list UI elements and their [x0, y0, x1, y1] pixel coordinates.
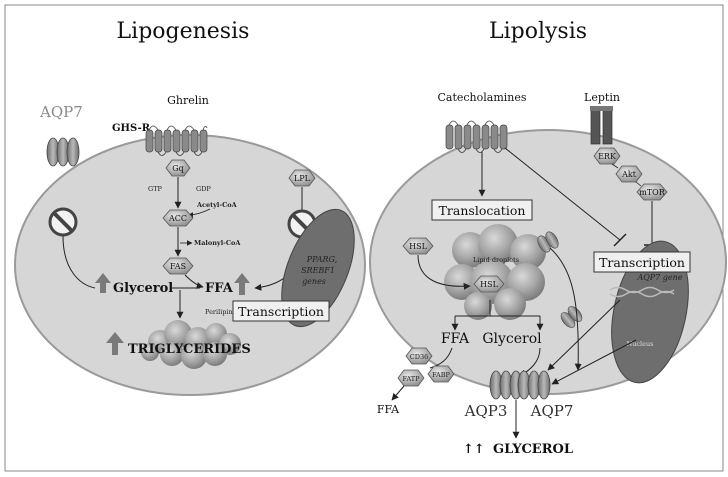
acc-enzyme-icon [162, 209, 194, 227]
triglyceride-droplets-icon [141, 320, 241, 369]
nucleus-to-aqp-arrow-1 [547, 299, 621, 371]
ffa-out-arrow [391, 385, 405, 401]
fabp-label: FABP [432, 371, 450, 379]
ffa-left-label: FFA [205, 281, 234, 296]
glycerol-up-arrows: ↑↑ [463, 442, 485, 457]
cd36-icon [405, 347, 433, 365]
perilipin-icon [537, 231, 559, 253]
ffa-exit-path [429, 347, 453, 369]
acc-label: ACC [168, 214, 187, 223]
translocation-label: Translocation [439, 203, 526, 218]
gene-line-3: genes [302, 277, 326, 286]
lpl-enzyme-icon [288, 169, 316, 187]
lipogenesis-nucleus [281, 208, 355, 328]
ghrelin-label: Ghrelin [167, 94, 209, 107]
lipogenesis-transcription-box [232, 300, 330, 322]
gene-line-1: PPARG, [306, 255, 337, 264]
prohibited-sign-icon [48, 207, 78, 237]
mtor-kinase-icon [636, 183, 668, 201]
lipid-droplets-label: Lipid droplets [473, 256, 519, 264]
aqp7-gene-strand-2 [609, 290, 675, 298]
erk-label: ERK [598, 152, 617, 161]
ghs-r-receptor-icon [145, 125, 208, 156]
akt-label: Akt [621, 170, 637, 179]
gene-line-2: SREBF1 [301, 266, 335, 275]
erk-akt-link [611, 163, 619, 169]
gq-protein-icon [165, 159, 191, 177]
gdp-label: GDP [196, 185, 211, 193]
nucleus-to-aqp-arrow-2 [551, 339, 637, 385]
transporter-icon [560, 306, 583, 328]
receptor-inhibit-line [504, 147, 621, 241]
fas-label: FAS [170, 262, 186, 271]
fas-to-ffa-arrow [184, 274, 204, 289]
glycerol-aqp7-path [62, 235, 96, 289]
lipogenesis-transcription-label: Transcription [238, 304, 324, 319]
hsl-left-label: HSL [409, 242, 427, 251]
glycerol-center-label: Glycerol [482, 331, 542, 347]
lpl-label: LPL [294, 174, 311, 183]
malonyl-coa-label: Malonyl-CoA [194, 239, 241, 247]
mtor-label: mTOR [639, 188, 665, 197]
ghs-r-label: GHS-R [112, 123, 151, 134]
glycerol-out-label: GLYCEROL [493, 442, 573, 457]
up-arrow-icon [95, 273, 111, 293]
cd36-label: CD36 [410, 353, 428, 361]
up-arrow-icon [106, 332, 124, 355]
lipolysis-transcription-label: Transcription [599, 255, 685, 270]
leptin-label: Leptin [584, 91, 620, 104]
up-arrow-icon [234, 273, 250, 295]
acetyl-coa-label: Acetyl-CoA [196, 201, 238, 209]
erk-kinase-icon [593, 147, 621, 165]
fabp-icon [427, 365, 455, 383]
adrenergic-receptor-icon [445, 120, 508, 153]
lipogenesis-title: Lipogenesis [117, 19, 250, 44]
hsl-enzyme-icon [473, 275, 505, 293]
lipolysis-title: Lipolysis [489, 19, 587, 44]
gq-label: Gq [172, 164, 184, 173]
triglycerides-label: TRIGLYCERIDES [128, 342, 251, 357]
aqp7-left-label: AQP7 [39, 103, 83, 121]
fas-enzyme-icon [162, 257, 194, 275]
nucleus-label: Nucleus [627, 340, 654, 348]
inhibit-bar [613, 233, 627, 247]
aqp3-channel-icon [489, 370, 523, 400]
hsl-enzyme-icon [402, 237, 434, 255]
fatp-icon [397, 369, 425, 387]
translocation-box [431, 199, 533, 221]
aqp7-channel-icon [46, 137, 80, 167]
hsl-center-label: HSL [480, 280, 498, 289]
perilipin-arrow [549, 247, 582, 371]
aqp7-right-label: AQP7 [530, 402, 574, 420]
lipid-droplets-icon [444, 224, 546, 320]
aqp7-gene-label: AQP7 gene [636, 273, 682, 282]
ffa-out-label: FFA [377, 403, 400, 416]
gtp-label: GTP [148, 185, 163, 193]
lipolysis-transcription-box [593, 251, 691, 273]
ffa-center-label: FFA [441, 331, 470, 347]
akt-mtor-link [635, 181, 642, 187]
leptin-receptor-icon [590, 106, 613, 145]
aqp7-channel-icon [517, 370, 551, 400]
glycerol-left-label: Glycerol [113, 281, 173, 296]
perilipin-label: Perilipin [205, 308, 233, 316]
hsl-translocation-arrow [417, 254, 471, 290]
fatp-label: FATP [403, 375, 421, 383]
catecholamines-label: Catecholamines [437, 91, 526, 104]
aqp3-label: AQP3 [464, 402, 508, 420]
